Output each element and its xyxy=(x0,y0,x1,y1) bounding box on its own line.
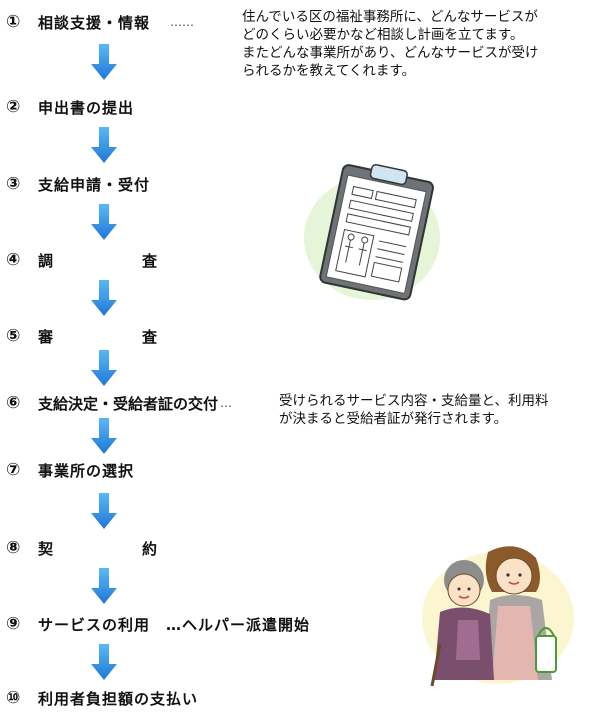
step-7: ⑦ 事業所の選択 xyxy=(6,458,134,482)
down-arrow-icon xyxy=(91,418,117,454)
step-number: ④ xyxy=(6,250,21,270)
step-number: ③ xyxy=(6,174,21,194)
step-6: ⑥ 支給決定・受給者証の交付 … xyxy=(6,391,232,415)
step-number: ⑩ xyxy=(6,688,21,708)
step-8: ⑧ 契 約 xyxy=(6,536,158,560)
step6-note: 受けられるサービス内容・支給量と、利用料 が決まると受給者証が発行されます。 xyxy=(279,392,548,428)
step1-note: 住んでいる区の福祉事務所に、どんなサービスが どのくらい必要かなど相談し計画を立… xyxy=(242,8,538,80)
step-label: 契 約 xyxy=(38,538,158,559)
step-number: ⑤ xyxy=(6,326,21,346)
step-4: ④ 調 査 xyxy=(6,248,158,272)
note-line: が決まると受給者証が発行されます。 xyxy=(279,411,508,427)
step-leader: … xyxy=(220,396,233,410)
note-line: 受けられるサービス内容・支給量と、利用料 xyxy=(279,393,549,409)
step-3: ③ 支給申請・受付 xyxy=(6,172,150,196)
step-label: 利用者負担額の支払い xyxy=(38,689,199,708)
note-line: 住んでいる区の福祉事務所に、どんなサービスが xyxy=(242,9,538,25)
step-label: 支給申請・受付 xyxy=(38,175,151,194)
down-arrow-icon xyxy=(91,493,117,529)
clipboard-form-icon xyxy=(304,163,440,301)
down-arrow-icon xyxy=(91,280,117,316)
down-arrow-icon xyxy=(91,568,117,604)
note-line: どのくらい必要かなど相談し計画を立てます。 xyxy=(242,27,524,43)
note-line: またどんな事業所があり、どんなサービスが受け xyxy=(242,45,539,61)
step-label: 事業所の選択 xyxy=(38,461,135,480)
step-number: ⑨ xyxy=(6,614,21,634)
step-number: ⑥ xyxy=(6,393,21,413)
label-left: 契 xyxy=(38,539,55,558)
label-right: 約 xyxy=(141,539,158,558)
step-label: 相談支援・情報 xyxy=(38,13,151,32)
step-9: ⑨ サービスの利用 …ヘルパー派遣開始 xyxy=(6,612,310,636)
step-1: ① 相談支援・情報 …… xyxy=(6,10,194,34)
down-arrow-icon xyxy=(91,644,117,680)
down-arrow-icon xyxy=(91,350,117,386)
step-leader: …… xyxy=(170,15,195,29)
step-label: 審 査 xyxy=(38,326,158,347)
step-label: 調 査 xyxy=(38,250,158,271)
step-5: ⑤ 審 査 xyxy=(6,324,158,348)
label-right: 査 xyxy=(141,251,158,270)
step-number: ⑦ xyxy=(6,460,21,480)
step-number: ⑧ xyxy=(6,538,21,558)
down-arrow-icon xyxy=(91,204,117,240)
step-10: ⑩ 利用者負担額の支払い xyxy=(6,686,198,710)
step-2: ② 申出書の提出 xyxy=(6,95,134,119)
note-line: られるかを教えてくれます。 xyxy=(242,63,416,79)
step-number: ② xyxy=(6,97,21,117)
label-right: 査 xyxy=(141,327,158,346)
caregiver-and-elderly-icon xyxy=(422,546,574,687)
step-label: サービスの利用 xyxy=(38,615,151,634)
step-label: 申出書の提出 xyxy=(38,98,135,117)
step-note-inline: …ヘルパー派遣開始 xyxy=(166,615,311,634)
down-arrow-icon xyxy=(91,44,117,80)
label-left: 調 xyxy=(38,251,55,270)
step-number: ① xyxy=(6,12,21,32)
label-left: 審 xyxy=(38,327,55,346)
down-arrow-icon xyxy=(91,127,117,163)
step-label: 支給決定・受給者証の交付 xyxy=(38,394,219,413)
